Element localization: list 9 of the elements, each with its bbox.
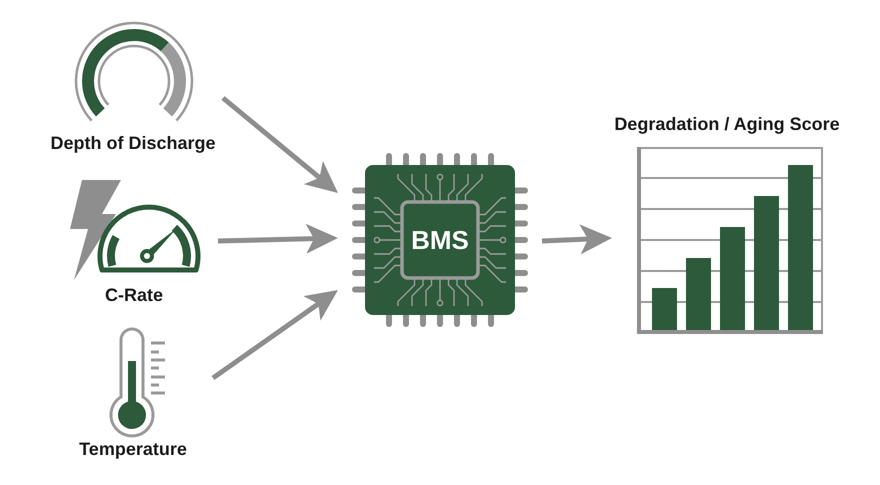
chip-label: BMS xyxy=(411,225,469,255)
arrow xyxy=(218,224,338,254)
input-label: Depth of Discharge xyxy=(50,132,216,154)
input-label: C-Rate xyxy=(105,285,163,305)
arrow xyxy=(221,96,340,195)
chart-title: Degradation / Aging Score xyxy=(614,113,840,135)
arrow xyxy=(542,224,612,254)
input-label: Temperature xyxy=(79,438,187,460)
arrow xyxy=(212,288,340,380)
